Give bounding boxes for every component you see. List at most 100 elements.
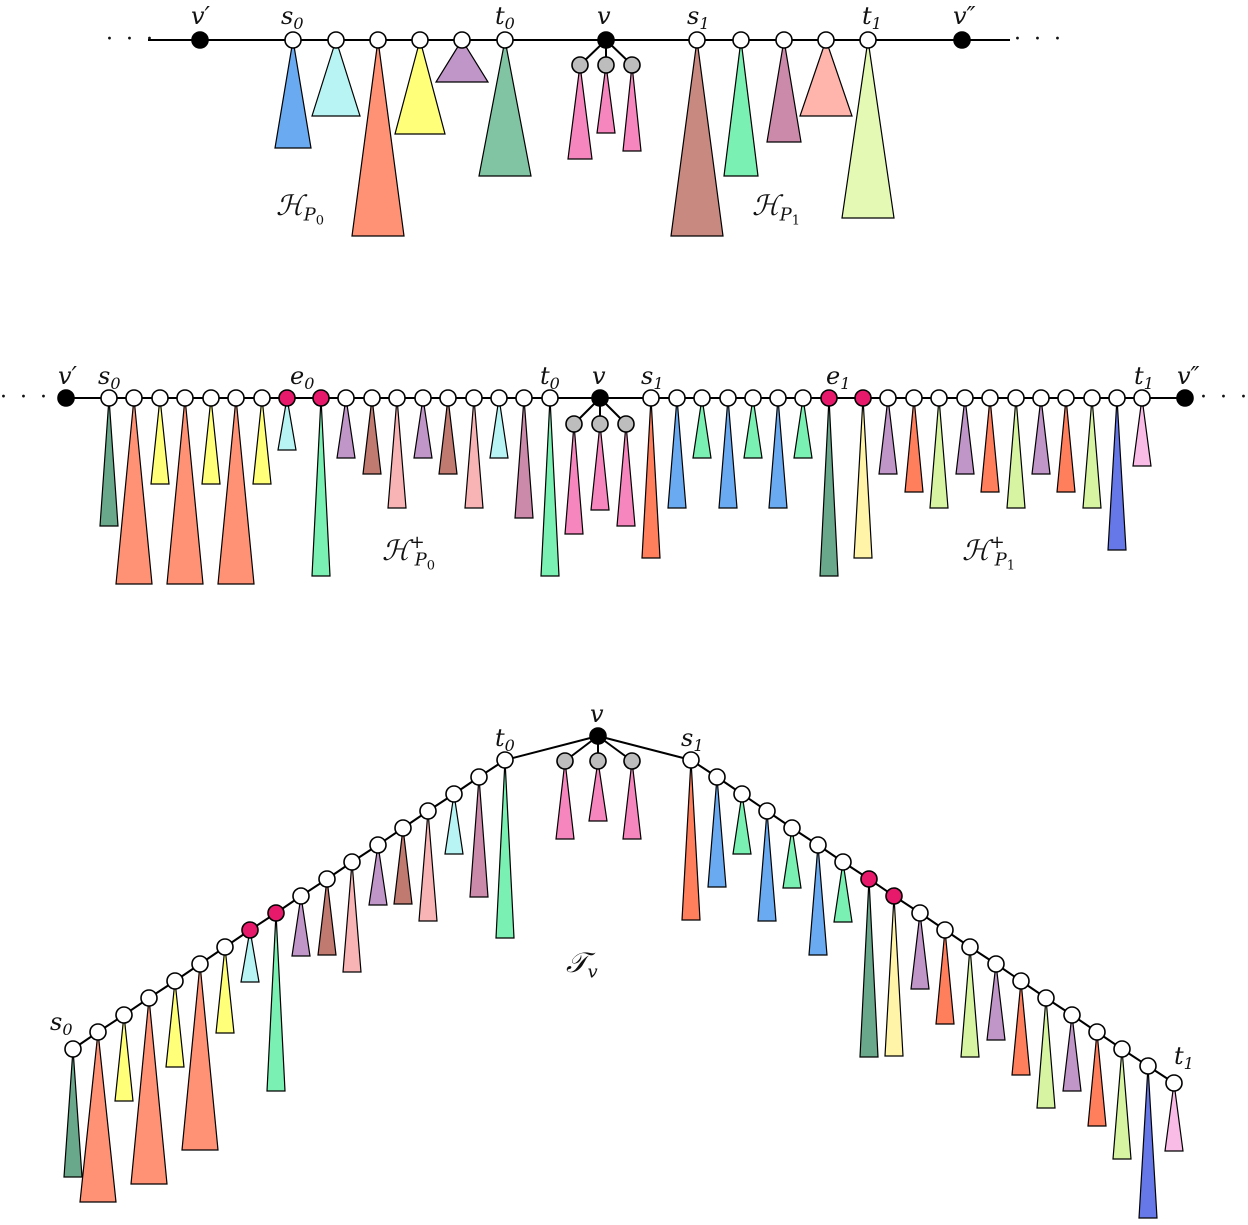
mid-path-node-28 (905, 389, 923, 407)
bot-right-subtree-0 (681, 759, 701, 921)
mid-subtree-33 (1031, 397, 1051, 475)
bot-left-subtree-1 (79, 1031, 117, 1203)
mid-path-node-5 (227, 389, 245, 407)
bot-left-path-node-0 (64, 1040, 82, 1058)
mid-path-node-7 (278, 389, 296, 407)
mid-path-node-14 (465, 389, 483, 407)
mid-path-node-9 (337, 389, 355, 407)
top-subtree-9 (799, 38, 853, 117)
top-ellipsis-right: · · · (1014, 27, 1064, 52)
bot-right-path-node-8 (885, 887, 903, 905)
mid-path-node-36 (1108, 389, 1126, 407)
top-label-s0: s0 (281, 2, 304, 33)
mid-subtree-2 (150, 397, 170, 485)
mid-subtree-30 (955, 397, 975, 475)
bot-right-subtree-3 (757, 810, 777, 922)
mid-path-node-6 (253, 389, 271, 407)
mid-subtree-19 (667, 397, 687, 509)
bot-left-path-node-17 (496, 751, 514, 769)
bot-right-subtree-15 (1062, 1014, 1082, 1092)
mid-subtree-10 (362, 397, 382, 475)
bot-left-subtree-17 (495, 759, 515, 939)
bot-left-path-node-10 (318, 870, 336, 888)
mid-ellipsis-left: · · · (0, 385, 50, 410)
mid-path-node-17 (541, 389, 559, 407)
bot-right-path-node-12 (987, 955, 1005, 973)
bot-right-path-node-15 (1063, 1006, 1081, 1024)
bot-right-path-node-7 (860, 870, 878, 888)
bot-right-path-node-6 (834, 853, 852, 871)
bot-right-subtree-5 (808, 844, 828, 956)
mid-subtree-6 (252, 397, 272, 485)
mid-label-t1: t1 (1134, 362, 1154, 393)
top-path-node-0 (284, 31, 302, 49)
bot-left-subtree-12 (368, 844, 388, 906)
bot-right-path-node-13 (1012, 972, 1030, 990)
top-node-v (597, 31, 615, 49)
mid-subtree-4 (201, 397, 221, 485)
mid-path-node-33 (1032, 389, 1050, 407)
mid-subtree-24 (793, 397, 813, 459)
top-subtree-6 (670, 39, 724, 237)
mid-subtree-16 (514, 397, 534, 519)
top-label-t1: t1 (862, 2, 882, 33)
bot-right-subtree-18 (1138, 1065, 1158, 1219)
mid-label-v: v (592, 362, 606, 390)
bot-left-path-node-11 (343, 853, 361, 871)
top-path-node-4 (453, 31, 471, 49)
mid-subtree-12 (413, 397, 433, 459)
mid-subtree-22 (743, 397, 763, 459)
mid-subtree-28 (904, 397, 924, 493)
bot-right-subtree-19 (1164, 1082, 1184, 1152)
bot-right-path-node-4 (783, 819, 801, 837)
mid-path-node-15 (490, 389, 508, 407)
mid-subtree-14 (464, 397, 484, 509)
bot-v-child-subtree-0 (555, 760, 575, 840)
bot-right-subtree-12 (986, 963, 1006, 1041)
top-label-H-P1: ℋP1 (752, 189, 800, 229)
mid-path-node-35 (1083, 389, 1101, 407)
bot-right-path-node-9 (911, 904, 929, 922)
bot-label-s0: s0 (50, 1008, 73, 1039)
bot-v-child-subtree-1 (588, 760, 608, 822)
mid-path-node-25 (820, 389, 838, 407)
mid-path-node-0 (100, 389, 118, 407)
mid-subtree-36 (1107, 397, 1127, 551)
mid-subtree-25 (819, 397, 839, 577)
mid-node-v-prime (57, 389, 75, 407)
bot-right-path-node-2 (733, 785, 751, 803)
bot-v-child-node-1 (589, 752, 607, 770)
bot-label-t1: t1 (1174, 1042, 1194, 1073)
mid-label-t0: t0 (540, 362, 560, 393)
mid-label-v-prime: v′ (58, 362, 78, 390)
mid-path-node-27 (879, 389, 897, 407)
bot-left-subtree-9 (291, 895, 311, 957)
bot-left-subtree-8 (266, 912, 286, 1092)
mid-subtree-18 (641, 397, 661, 559)
bot-right-subtree-14 (1036, 997, 1056, 1109)
bot-left-subtree-0 (63, 1048, 83, 1178)
mid-path-node-12 (414, 389, 432, 407)
bot-v-child-node-2 (623, 752, 641, 770)
top-path-node-9 (817, 31, 835, 49)
mid-subtree-35 (1082, 397, 1102, 509)
mid-label-H-plus-P0: ℋ+P0 (382, 532, 435, 573)
mid-v-child-subtree-1 (590, 423, 610, 511)
mid-path-node-31 (981, 389, 999, 407)
top-path-node-3 (411, 31, 429, 49)
mid-subtree-13 (438, 397, 458, 475)
top-v-child-node-1 (597, 56, 615, 74)
bot-left-path-node-5 (191, 955, 209, 973)
mid-path-node-23 (769, 389, 787, 407)
top-v-child-node-0 (571, 56, 589, 74)
mid-subtree-1 (115, 397, 153, 585)
mid-subtree-23 (768, 397, 788, 509)
bot-right-subtree-1 (707, 776, 727, 888)
bot-left-subtree-2 (114, 1014, 134, 1102)
top-path-node-7 (732, 31, 750, 49)
top-v-child-node-2 (623, 56, 641, 74)
top-node-v-double-prime (953, 31, 971, 49)
top-subtree-10 (841, 39, 895, 219)
mid-path-node-16 (515, 389, 533, 407)
